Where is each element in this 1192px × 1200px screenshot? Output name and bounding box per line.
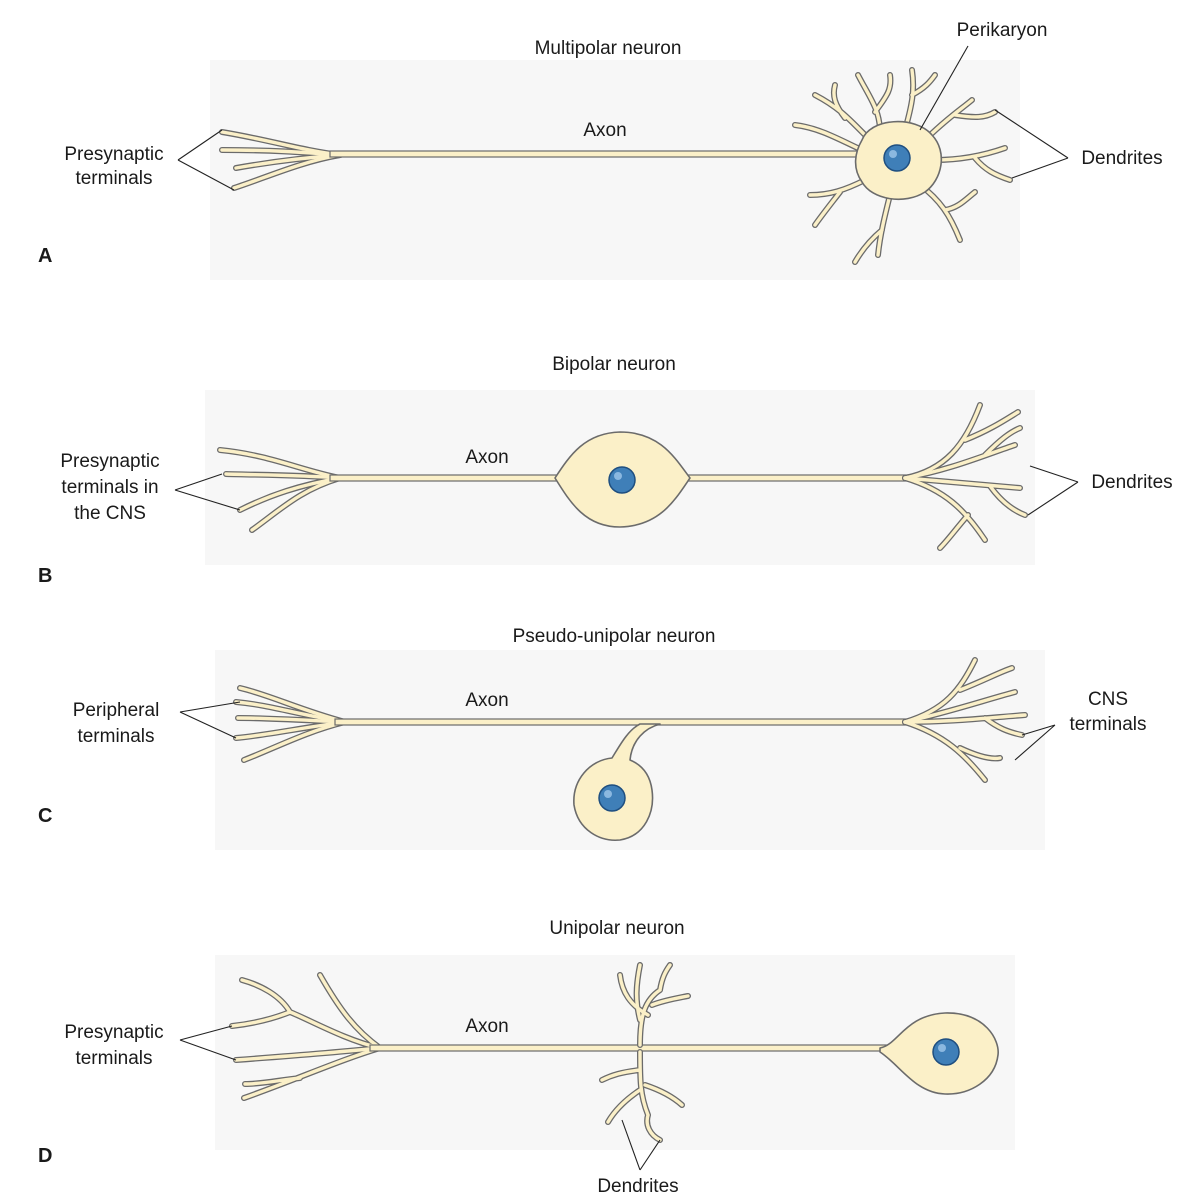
panel-b-left-label-line1: Presynaptic [60, 451, 159, 472]
panel-c-left-label-line2: terminals [77, 726, 154, 747]
panel-a-axon [329, 150, 871, 158]
panel-d-dendrites [599, 962, 691, 1143]
panel-c-left-label-line1: Peripheral [73, 700, 160, 721]
panel-b-dendrites [902, 402, 1028, 551]
panel-a-right-label: Dendrites [1081, 148, 1162, 169]
panel-b-left-label-line3: the CNS [74, 503, 146, 524]
panel-a-left-label-line1: Presynaptic [64, 144, 163, 165]
panel-c-soma [573, 723, 661, 841]
panel-c-cns-terminals [902, 657, 1028, 783]
panel-b-axon-left [329, 474, 571, 482]
panel-c-axon-label: Axon [465, 690, 508, 711]
panel-a-left-label-line2: terminals [75, 168, 152, 189]
panel-a-nucleus [883, 144, 911, 172]
panel-d-presynaptic-terminals [229, 972, 383, 1101]
panel-b-right-label: Dendrites [1091, 472, 1172, 493]
panel-c-left-leader [179, 701, 241, 739]
panel-b-letter: B [38, 565, 52, 587]
panel-b-title: Bipolar neuron [552, 354, 676, 375]
panel-c-letter: C [38, 805, 52, 827]
panel-b-left-label-line2: terminals in [61, 477, 158, 498]
panel-a-title: Multipolar neuron [535, 38, 682, 59]
panel-b-nucleus [608, 466, 636, 494]
panel-c-peripheral-terminals [233, 685, 348, 763]
panel-b-right-leader [1027, 465, 1079, 516]
panel-c-title: Pseudo-unipolar neuron [513, 626, 716, 647]
panel-a-perikaryon-leader [919, 45, 969, 131]
panel-a-multipolar: Multipolar neuron [38, 20, 1163, 267]
panel-a-letter: A [38, 245, 52, 267]
panel-a-perikaryon-label: Perikaryon [957, 20, 1048, 41]
panel-b-presynaptic-terminals [217, 447, 343, 533]
panel-c-axon [334, 718, 916, 726]
panel-b-axon-right [669, 474, 911, 482]
panel-a-axon-label: Axon [583, 120, 626, 141]
panel-b-bipolar: Bipolar neuron Presynaptic ter [38, 354, 1173, 587]
panel-a-presynaptic-terminals [219, 129, 343, 191]
panel-c-pseudo-unipolar: Pseudo-unipolar neuron Pe [38, 626, 1147, 841]
panel-d-unipolar: Unipolar neuron Presynaptic terminals A [38, 918, 999, 1197]
panel-b-left-leader [174, 473, 241, 511]
panel-a-left-leader [177, 129, 235, 191]
panel-d-left-label-line1: Presynaptic [64, 1022, 163, 1043]
panel-d-left-label-line2: terminals [75, 1048, 152, 1069]
panel-b-axon-label: Axon [465, 447, 508, 468]
panel-d-nucleus [932, 1038, 960, 1066]
panel-d-left-leader [179, 1025, 237, 1061]
panel-d-bottom-label: Dendrites [597, 1176, 678, 1197]
panel-c-right-label-line2: terminals [1069, 714, 1146, 735]
panel-d-letter: D [38, 1145, 52, 1167]
panel-d-bottom-leader [621, 1119, 661, 1171]
panel-c-right-leader [1014, 724, 1056, 761]
panel-a-right-leader [994, 109, 1069, 179]
panel-d-title: Unipolar neuron [549, 918, 684, 939]
panel-c-right-label-line1: CNS [1088, 689, 1128, 710]
panel-c-nucleus [598, 784, 626, 812]
panel-d-axon-label: Axon [465, 1016, 508, 1037]
